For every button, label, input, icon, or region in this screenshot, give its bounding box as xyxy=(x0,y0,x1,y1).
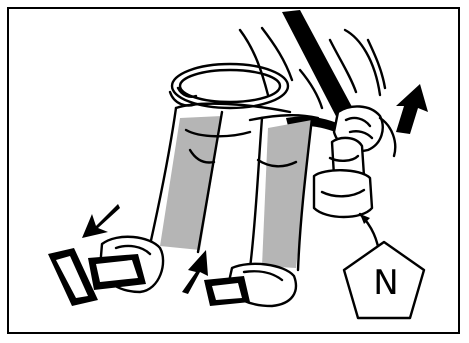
steering-wheel xyxy=(170,64,288,108)
neutral-gear-label: N xyxy=(366,263,406,303)
release-up-arrow-icon-hand xyxy=(396,84,428,134)
accelerator-pedal xyxy=(204,276,250,306)
press-down-arrow-icon xyxy=(82,204,120,238)
brake-pedal xyxy=(48,248,98,306)
release-up-arrow-icon-foot xyxy=(182,250,208,294)
clutch-pedal xyxy=(88,254,146,290)
right-leg xyxy=(250,115,318,270)
gear-shift-lever xyxy=(314,138,372,217)
